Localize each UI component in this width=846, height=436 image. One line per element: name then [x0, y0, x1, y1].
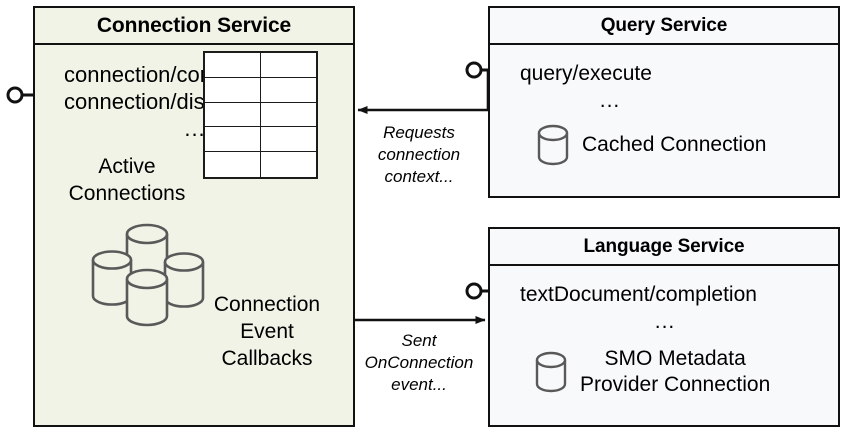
label-cached-connection: Cached Connection — [582, 133, 767, 156]
connector-requests-connection-context — [357, 70, 490, 114]
artefact-smo-metadata-provider-connection: SMO Metadata Provider Connection — [534, 346, 770, 398]
database-cluster-icon — [91, 223, 205, 327]
caption-line: Requests — [383, 123, 455, 142]
artefact-cached-connection: Cached Connection — [536, 123, 766, 167]
database-cylinder-icon — [125, 268, 169, 327]
caption-line: Sent — [401, 331, 437, 350]
table-cell — [260, 102, 316, 128]
component-query-service[interactable]: Query Service query/execute ... Cached C… — [488, 6, 840, 198]
connector-label-requests-connection-context: Requests connection context... — [355, 122, 483, 188]
endpoint-list-language-service: textDocument/completion ... — [520, 281, 810, 335]
endpoint-more-indicator: ... — [184, 116, 206, 141]
endpoint-list-query-service: query/execute ... — [520, 60, 700, 114]
caption-line: connection — [377, 145, 461, 164]
component-body-language-service: textDocument/completion ... SMO Metadata… — [490, 266, 838, 425]
caption-line: OnConnection — [364, 353, 474, 372]
label-active-connections: Active Connections — [51, 153, 203, 207]
component-body-query-service: query/execute ... Cached Connection — [490, 45, 838, 196]
label-line: Callbacks — [221, 347, 313, 370]
label-line: Event — [240, 320, 294, 343]
endpoint-item[interactable]: textDocument/completion — [520, 283, 757, 306]
table-cell — [260, 77, 316, 103]
label-line: Connections — [68, 182, 186, 205]
table-cell — [205, 77, 261, 103]
table-cell — [260, 53, 316, 78]
endpoint-more-indicator: ... — [599, 89, 621, 112]
database-cylinder-icon — [537, 124, 569, 166]
table-cell — [260, 152, 316, 177]
component-connection-service[interactable]: Connection Service connection/connect co… — [33, 6, 355, 427]
label-line: Provider Connection — [580, 373, 771, 396]
caption-line: event... — [391, 375, 447, 394]
label-line: Active — [98, 155, 156, 178]
component-body-connection-service: connection/connect connection/disconnect… — [35, 45, 353, 425]
table-cell — [205, 102, 261, 128]
label-line: SMO Metadata — [604, 347, 746, 370]
endpoint-more-indicator: ... — [654, 310, 676, 333]
database-cylinder-icon — [91, 250, 133, 306]
label-line: Connection — [213, 293, 321, 316]
endpoint-item[interactable]: query/execute — [520, 62, 652, 85]
label-smo-metadata-provider-connection: SMO Metadata Provider Connection — [580, 346, 770, 398]
caption-line: context... — [384, 167, 454, 186]
component-title-query-service: Query Service — [490, 8, 838, 45]
component-title-connection-service: Connection Service — [35, 8, 353, 45]
label-connection-event-callbacks: Connection Event Callbacks — [187, 291, 347, 372]
database-cylinder-icon — [535, 351, 567, 393]
table-cell — [205, 152, 261, 177]
connector-label-sent-onconnection-event: Sent OnConnection event... — [352, 330, 486, 396]
component-title-language-service: Language Service — [490, 229, 838, 266]
table-cell — [205, 53, 261, 78]
table-cell — [205, 127, 261, 153]
connection-event-callbacks-table[interactable] — [203, 51, 318, 179]
component-language-service[interactable]: Language Service textDocument/completion… — [488, 227, 840, 427]
table-cell — [260, 127, 316, 153]
